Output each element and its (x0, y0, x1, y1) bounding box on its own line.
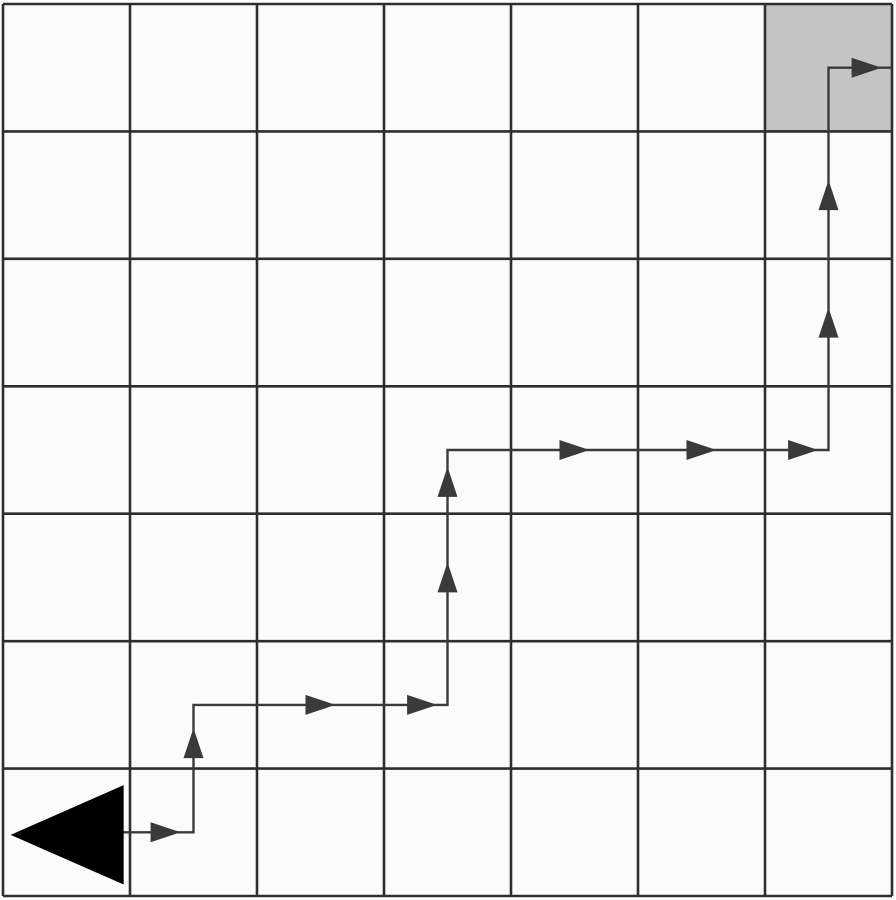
grid-cell (257, 131, 384, 259)
path-arrowhead (818, 307, 839, 338)
grid-cell (3, 4, 130, 132)
grid-cell (130, 513, 257, 642)
grid-cell (257, 4, 384, 132)
path-arrowhead (818, 180, 839, 211)
grid-cell (384, 131, 511, 259)
grid-cell (765, 768, 892, 896)
grid-cell (638, 768, 765, 896)
path-arrowhead (437, 466, 458, 497)
grid-cell (257, 386, 384, 514)
start-marker-triangle (10, 785, 124, 885)
grid-cell (3, 513, 130, 642)
grid-cell (511, 131, 638, 259)
path-arrowhead (150, 822, 181, 843)
grid-cell (511, 513, 638, 642)
path-arrowhead (437, 562, 458, 593)
grid-cell (511, 641, 638, 769)
grid-cell (130, 258, 257, 387)
grid-cell (130, 386, 257, 514)
grid-cell (3, 641, 130, 769)
grid-cell (384, 4, 511, 132)
grid-cell (257, 258, 384, 387)
path-arrowhead (686, 440, 717, 460)
path-arrowhead (183, 728, 204, 759)
grid-cell (3, 258, 130, 387)
grid-cell (638, 131, 765, 259)
grid-cell (257, 513, 384, 642)
grid-cell (257, 768, 384, 896)
grid-cell (765, 641, 892, 769)
grid-cell (638, 513, 765, 642)
grid-cell (130, 4, 257, 132)
grid-cell (638, 641, 765, 769)
path-arrowhead (851, 57, 882, 78)
path-arrowhead (788, 440, 819, 460)
path-arrowhead (305, 694, 336, 715)
grid-cell (130, 131, 257, 259)
grid-cell (638, 4, 765, 132)
grid-cell (765, 513, 892, 642)
grid-cell (3, 131, 130, 259)
grid-cell (511, 4, 638, 132)
path-layer (117, 57, 892, 843)
grid-cell (638, 258, 765, 387)
grid-cell (3, 386, 130, 514)
grid-cell (511, 258, 638, 387)
grid-cell (511, 768, 638, 896)
grid-cell (384, 768, 511, 896)
start-layer (10, 785, 124, 885)
path-arrowhead (407, 694, 438, 715)
path-arrowhead (559, 440, 590, 460)
grid-cell (384, 258, 511, 387)
